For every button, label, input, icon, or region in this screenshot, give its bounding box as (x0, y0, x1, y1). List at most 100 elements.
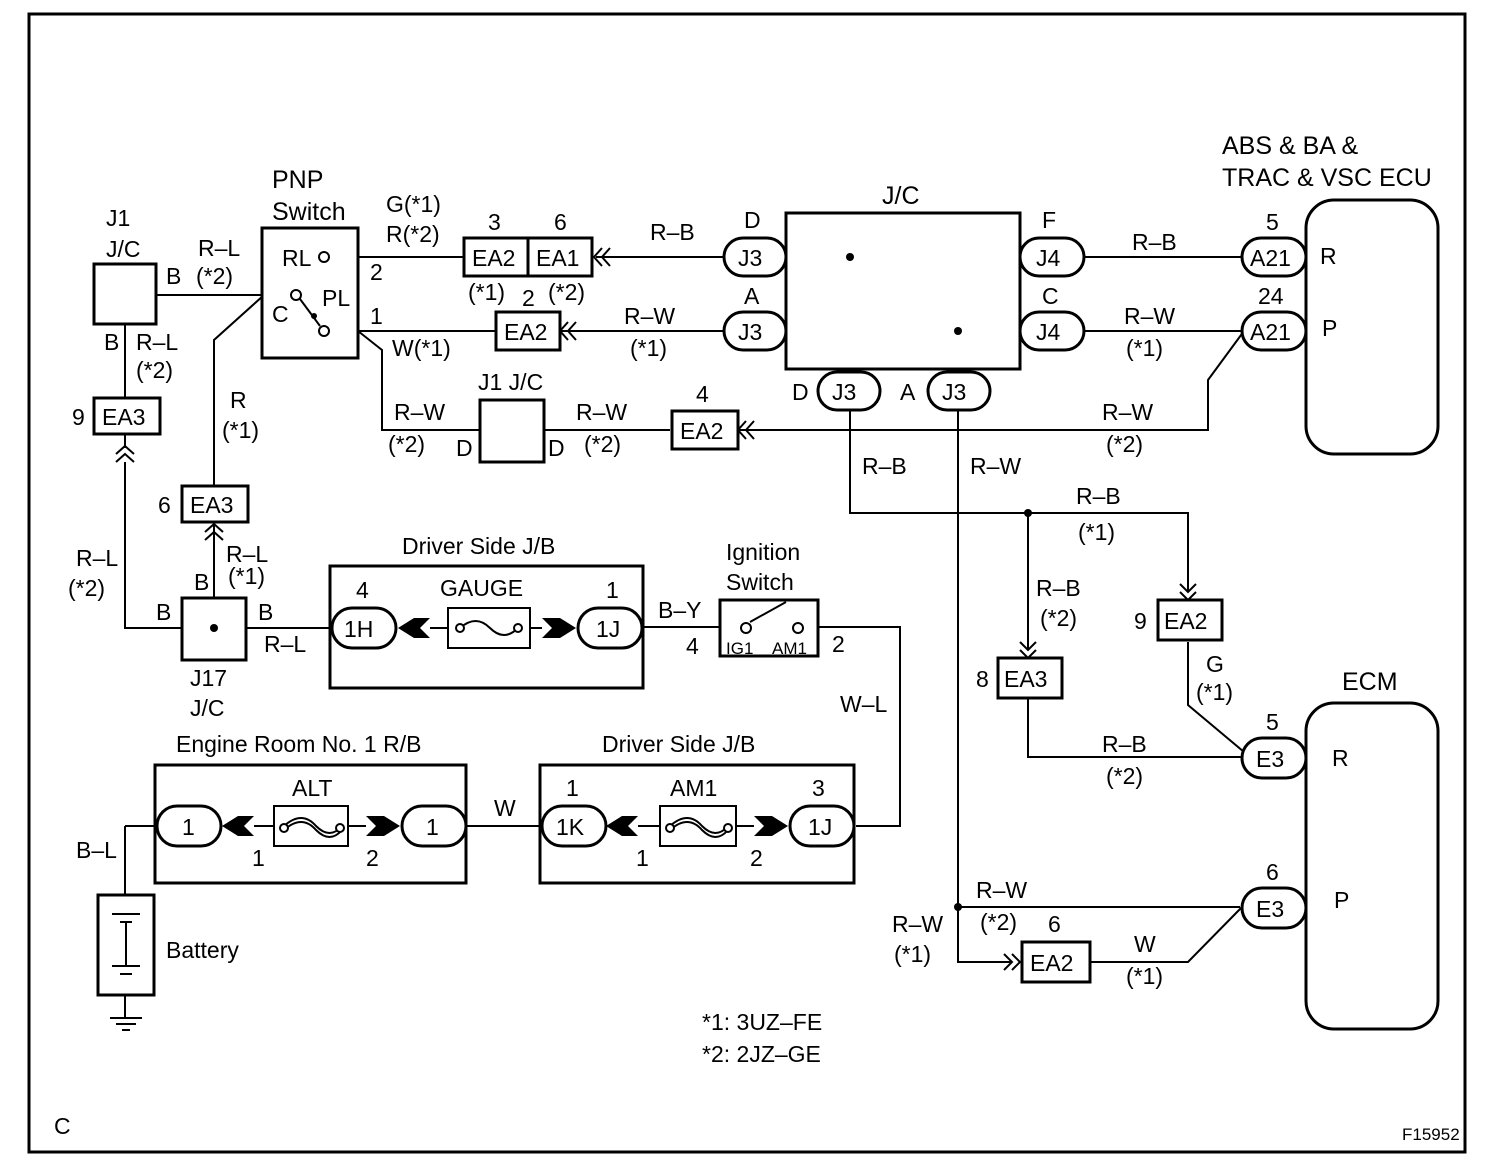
wire-label: B–L (76, 837, 117, 863)
pin: 3 (812, 775, 825, 801)
j3-bottom-a (926, 370, 992, 412)
c1k-label: 1K (556, 814, 585, 840)
wire-label: R–W (892, 911, 943, 937)
wire-label: R–B (862, 453, 907, 479)
wire-label: R–W (1102, 399, 1153, 425)
engine-room-label: Engine Room No. 1 R/B (176, 731, 421, 757)
wire-label: R–W (624, 303, 675, 329)
pin: 1 (566, 775, 579, 801)
ecm-p: P (1334, 887, 1349, 913)
wire-label: (*2) (584, 431, 621, 457)
ea2-low-label: EA2 (680, 418, 723, 444)
ea3-r8 (996, 656, 1064, 700)
c1j-lower-label: 1J (808, 814, 832, 840)
ignition-label-2: Switch (726, 569, 794, 595)
c1j-lower (788, 804, 856, 848)
wire-label: R–L (264, 631, 306, 657)
abs-title-1: ABS & BA & (1222, 132, 1359, 160)
pnp-title-1: PNP (272, 166, 323, 194)
pin: 9 (72, 404, 85, 430)
ea2-top (462, 236, 530, 278)
pin: D (792, 379, 809, 405)
e3-6 (1240, 886, 1308, 930)
e3-5 (1240, 736, 1308, 780)
j4-f (1018, 236, 1086, 278)
legend-note-2: *2: 2JZ–GE (702, 1041, 821, 1067)
pin: 2 (366, 845, 379, 871)
figure-id: F15952 (1402, 1125, 1460, 1144)
a21-5 (1240, 236, 1308, 278)
ea1-top-label: EA1 (536, 245, 579, 271)
ea2-mid-label: EA2 (504, 319, 547, 345)
pin: B (166, 263, 181, 289)
wire-label: (*1) (1078, 519, 1115, 545)
wire-label: R(*2) (386, 221, 440, 247)
pin: 6 (1048, 911, 1061, 937)
c1j-upper (576, 606, 644, 650)
j1-jc-mid-label: J1 J/C (478, 369, 543, 395)
wire-label: W–L (840, 691, 888, 717)
pin: A (900, 379, 916, 405)
a21-24-label: A21 (1250, 319, 1291, 345)
wire-label: R–L (76, 545, 118, 571)
wire-label: (*2) (1106, 431, 1143, 457)
j17-jc-label-2: J/C (190, 695, 225, 721)
pin: B (156, 599, 171, 625)
wire-label: (*1) (1126, 963, 1163, 989)
c1j-upper-label: 1J (596, 616, 620, 642)
a21-24 (1240, 310, 1308, 352)
ea2-bottom (1020, 940, 1092, 984)
pin: 2 (750, 845, 763, 871)
ea3-mid (180, 484, 250, 524)
wire-label: (*2) (548, 279, 585, 305)
pnp-c: C (272, 301, 289, 327)
e3-6-label: E3 (1256, 896, 1284, 922)
j17-jc-label-1: J17 (190, 665, 227, 691)
pin: 1 (252, 845, 265, 871)
j1-jc-top (92, 262, 158, 326)
pin: B (104, 329, 119, 355)
wire-label: G (1206, 651, 1224, 677)
wire-label: (*2) (388, 431, 425, 457)
wire-label: W(*1) (392, 335, 451, 361)
pin: 6 (554, 209, 567, 235)
ig1-label: IG1 (726, 639, 753, 658)
pin: C (1042, 283, 1059, 309)
ecm (1304, 701, 1440, 1031)
pin: 6 (1266, 859, 1279, 885)
wire-label: (*1) (222, 417, 259, 443)
ecm-r: R (1332, 745, 1349, 771)
j3-bottom-d (816, 370, 882, 412)
ecm-label: ECM (1342, 668, 1398, 696)
pin-labels: 3 6 2 2 1 4 5 24 9 6 4 1 4 2 1 2 1 3 1 2… (72, 207, 1284, 937)
wire-label: (*2) (68, 575, 105, 601)
j1-jc-top-label-1: J1 (106, 205, 130, 231)
wire-label: R (230, 387, 247, 413)
wire-label: R–B (650, 219, 695, 245)
pin: 4 (686, 633, 699, 659)
pin: D (744, 207, 761, 233)
j3-a-label: J3 (738, 319, 762, 345)
abs-p: P (1322, 315, 1337, 341)
wire-label: (*1) (1196, 679, 1233, 705)
c1h (330, 606, 398, 650)
wire-label: (*1) (630, 335, 667, 361)
alt-label: ALT (292, 775, 332, 801)
pin: 5 (1266, 709, 1279, 735)
j4-c-label: J4 (1036, 319, 1061, 345)
gauge-label: GAUGE (440, 575, 523, 601)
wire-label: R–W (976, 877, 1027, 903)
driver-jb-lower-label: Driver Side J/B (602, 731, 755, 757)
pin: 6 (158, 492, 171, 518)
pin: B (194, 569, 209, 595)
e3-5-label: E3 (1256, 746, 1284, 772)
wire-label: R–L (198, 235, 240, 261)
wire-label: R–W (1124, 303, 1175, 329)
wire-label: (*2) (1106, 763, 1143, 789)
corner-code: C (54, 1113, 71, 1139)
j3-bottom-a-label: J3 (942, 379, 966, 405)
wire-label: W (1134, 931, 1156, 957)
abs-r: R (1320, 243, 1337, 269)
pin: 5 (1266, 209, 1279, 235)
